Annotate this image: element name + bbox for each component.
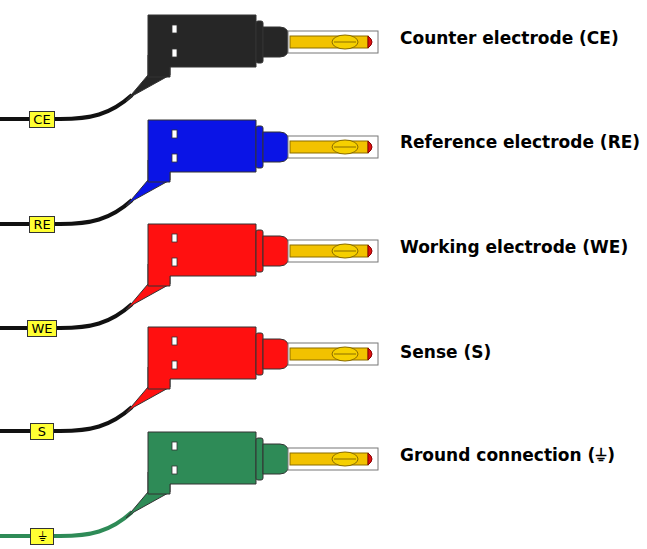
plug-hole (172, 337, 177, 345)
pin-tip (368, 245, 372, 257)
pin-tip (368, 36, 372, 48)
plug-hole (172, 442, 177, 450)
plug-nose (263, 339, 290, 369)
plug-flange (256, 333, 263, 375)
pin-spring (332, 452, 358, 466)
pin-tip (368, 141, 372, 153)
pin-tip (368, 453, 372, 465)
pin-spring-line (334, 147, 356, 148)
plug-nose (263, 132, 290, 162)
pin-guard (288, 343, 378, 365)
plug-body (148, 120, 256, 182)
plug-hole (172, 25, 177, 33)
plug-hole (172, 234, 177, 242)
electrode-label: Sense (S) (400, 342, 491, 362)
plug-hole (172, 154, 177, 162)
electrode-label: Working electrode (WE) (400, 237, 628, 257)
plug-body (148, 327, 256, 389)
plug-nose (263, 27, 290, 57)
plug-body (148, 432, 256, 494)
plug-nose (263, 236, 290, 266)
tag-text: CE (33, 113, 50, 126)
plug-hole (172, 130, 177, 138)
pin-spring (332, 347, 358, 361)
cable-tag: ⏚ (30, 528, 54, 545)
tag-text: ⏚ (38, 530, 47, 543)
plug-body (148, 224, 256, 286)
pin-spring-line (334, 42, 356, 43)
tag-text: WE (31, 322, 52, 335)
pin-guard (288, 240, 378, 262)
electrode-label: Reference electrode (RE) (400, 132, 640, 152)
plug-hole (172, 361, 177, 369)
pin-spring (332, 35, 358, 49)
cable (0, 304, 132, 328)
plug-flange (256, 21, 263, 63)
pin-guard (288, 448, 378, 470)
plug-body (148, 15, 256, 77)
cable (0, 95, 132, 119)
cable-tag: RE (29, 216, 55, 233)
tag-text: RE (33, 218, 50, 231)
banana-pin (290, 141, 368, 153)
pin-spring-line (334, 459, 356, 460)
pin-spring-line (334, 354, 356, 355)
plug-flange (256, 230, 263, 272)
pin-guard (288, 136, 378, 158)
banana-pin (290, 453, 368, 465)
plug-flange (256, 438, 263, 480)
cable (0, 200, 132, 224)
banana-pin (290, 245, 368, 257)
cable (0, 407, 132, 431)
cable-tag: WE (27, 320, 57, 337)
electrode-label: Counter electrode (CE) (400, 28, 619, 48)
tag-text: S (38, 425, 46, 438)
pin-spring-line (334, 251, 356, 252)
cable-tag: CE (29, 111, 55, 128)
pin-spring (332, 244, 358, 258)
plug-hole (172, 49, 177, 57)
plug-hole (172, 466, 177, 474)
banana-pin (290, 348, 368, 360)
electrode-label: Ground connection (⏚) (400, 445, 615, 465)
pin-spring (332, 140, 358, 154)
cable (0, 512, 132, 536)
banana-pin (290, 36, 368, 48)
plug-flange (256, 126, 263, 168)
plug-nose (263, 444, 290, 474)
cable-tag: S (30, 423, 54, 440)
pin-guard (288, 31, 378, 53)
plug-hole (172, 258, 177, 266)
pin-tip (368, 348, 372, 360)
